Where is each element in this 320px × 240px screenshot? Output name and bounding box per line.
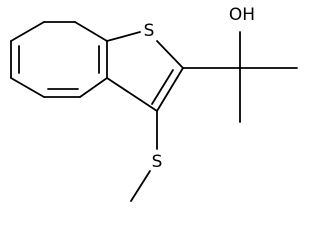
molecule-structure-diagram: S OH S xyxy=(10,5,298,202)
bond-c2-c3-inner xyxy=(151,69,174,105)
atom-label-oh: OH xyxy=(229,5,255,25)
atom-label-s2: S xyxy=(152,152,163,172)
atom-label-s1: S xyxy=(144,21,155,41)
bond-c3-c3a xyxy=(106,77,158,112)
bond-s1-c2 xyxy=(156,40,184,69)
bond-benzene-top-left xyxy=(10,21,45,42)
bond-s2-methyl xyxy=(130,170,151,202)
bond-benzene-c5-c6 xyxy=(10,77,45,98)
bond-benzene-c3a-c4 xyxy=(74,21,108,42)
bond-benzene-c7-c7a xyxy=(79,77,108,98)
bond-c2-c3 xyxy=(156,67,184,112)
bond-c7a-s1 xyxy=(106,31,141,42)
